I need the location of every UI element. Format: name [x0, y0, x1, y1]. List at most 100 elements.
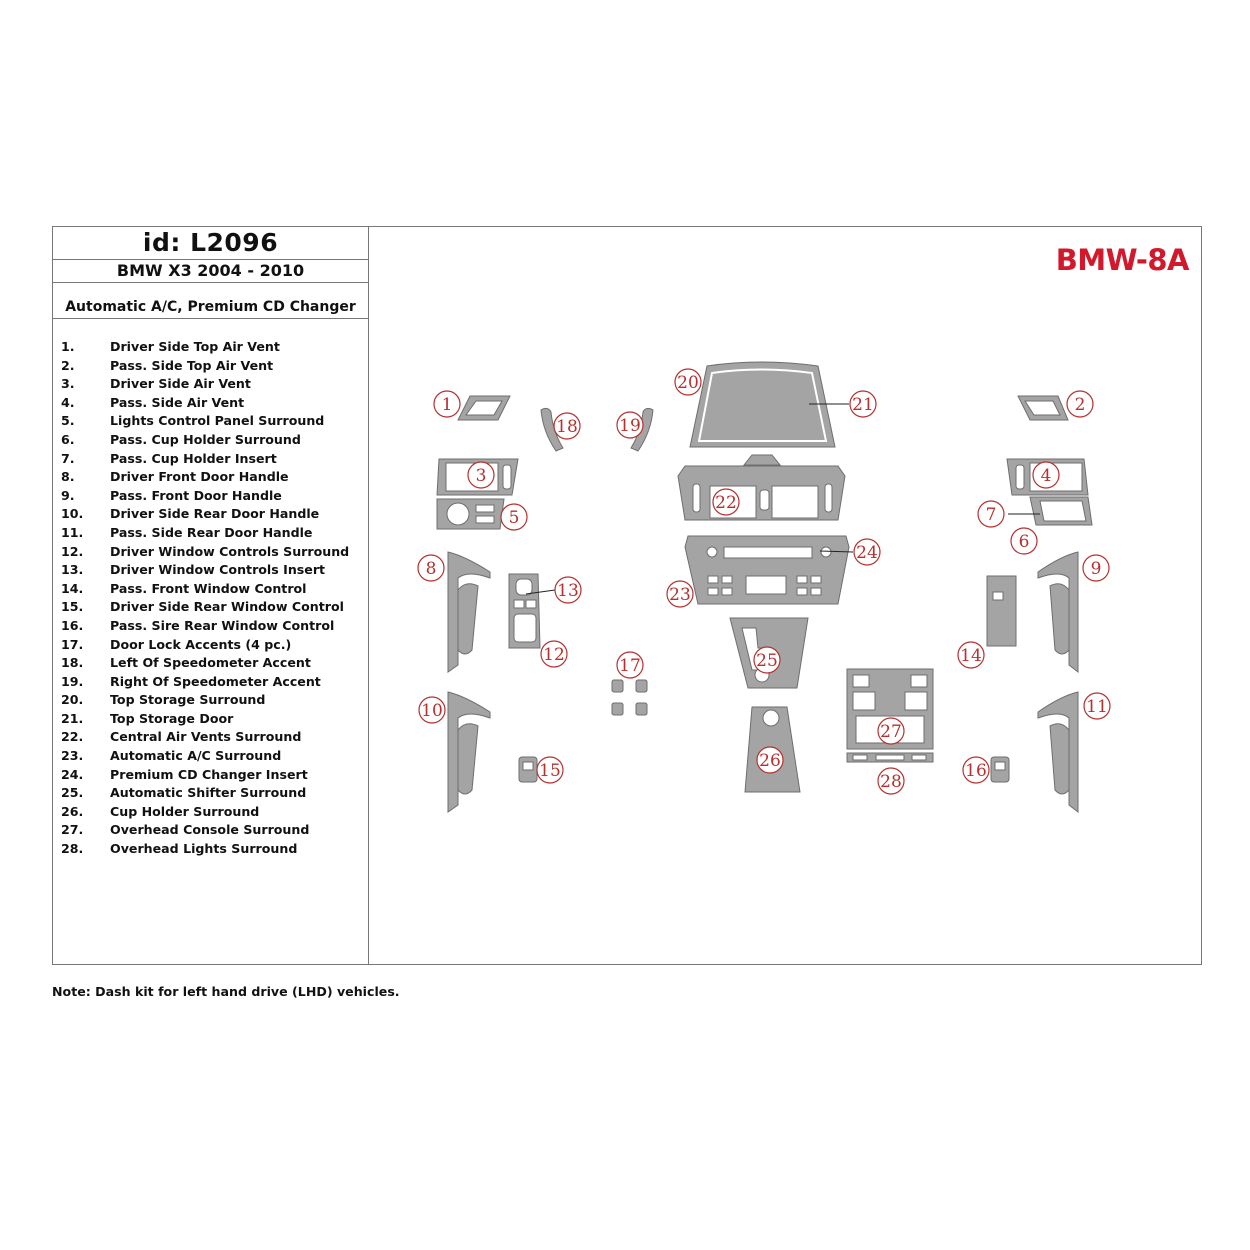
part-9-shape [1037, 551, 1079, 674]
part-4-slot [1015, 464, 1025, 490]
part-number: 18. [61, 655, 84, 671]
callout-circle [877, 717, 905, 745]
part-name: Right Of Speedometer Accent [110, 673, 321, 689]
callout-number: 24 [856, 543, 878, 563]
part-27-lamp-b [910, 674, 928, 688]
part-number: 13. [61, 562, 84, 578]
callout-15: 15 [536, 756, 564, 784]
part-15-hole [522, 761, 534, 771]
part-name: Driver Side Rear Window Control [110, 599, 344, 615]
part-list-item: 6. Pass. Cup Holder Surround [61, 431, 349, 450]
part-12-switch-b [525, 599, 537, 609]
callout-number: 19 [619, 416, 641, 436]
callout-number: 9 [1091, 559, 1102, 579]
callout-21: 21 [849, 390, 877, 418]
part-name: Central Air Vents Surround [110, 729, 302, 745]
callout-28: 28 [877, 767, 905, 795]
part-list-item: 25.Automatic Shifter Surround [61, 784, 349, 803]
part-23-knob-left [706, 546, 718, 558]
callout-circle [712, 488, 740, 516]
part-14-switch [992, 591, 1004, 601]
part-number: 11. [61, 524, 84, 540]
part-8-shape [447, 551, 491, 673]
callout-number: 1 [442, 395, 453, 415]
callout-number: 7 [986, 505, 997, 525]
callout-13: 13 [554, 576, 582, 604]
part-number: 27. [61, 822, 84, 838]
callout-number: 5 [509, 508, 520, 528]
part-28-slot-c [911, 754, 927, 761]
callout-number: 22 [715, 493, 737, 513]
kit-code-label: BMW-8A [1055, 243, 1190, 277]
part-name: Top Storage Surround [110, 692, 266, 708]
callout-number: 20 [677, 373, 699, 393]
part-23-display [745, 575, 787, 595]
callout-circle [553, 412, 581, 440]
callout-number: 25 [756, 651, 778, 671]
part-list-item: 18.Left Of Speedometer Accent [61, 654, 349, 673]
callout-circle [540, 640, 568, 668]
callout-circle [554, 576, 582, 604]
callout-19: 19 [616, 411, 644, 439]
callout-7: 7 [977, 500, 1005, 528]
part-number: 22. [61, 729, 84, 745]
callout-number: 26 [759, 751, 781, 771]
part-list-item: 1.Driver Side Top Air Vent [61, 338, 349, 357]
callout-14: 14 [957, 641, 985, 669]
callout-6: 6 [1010, 527, 1038, 555]
callout-number: 4 [1041, 466, 1052, 486]
part-name: Driver Side Rear Door Handle [110, 506, 320, 522]
callout-circle [674, 368, 702, 396]
part-28-slot-b [875, 754, 905, 761]
callout-number: 15 [539, 761, 561, 781]
callout-8: 8 [417, 554, 445, 582]
part-list-item: 15.Driver Side Rear Window Control [61, 598, 349, 617]
part-list-item: 9.Pass. Front Door Handle [61, 487, 349, 506]
callout-22: 22 [712, 488, 740, 516]
part-list-item: 4.Pass. Side Air Vent [61, 394, 349, 413]
part-list-item: 21.Top Storage Door [61, 710, 349, 729]
part-list-item: 19. Right Of Speedometer Accent [61, 673, 349, 692]
callout-number: 18 [556, 417, 578, 437]
callout-number: 8 [426, 559, 437, 579]
part-list-item: 5.Lights Control Panel Surround [61, 412, 349, 431]
part-number: 4. [61, 394, 75, 410]
part-name: Pass. Cup Holder Surround [110, 431, 301, 447]
callout-26: 26 [756, 746, 784, 774]
part-5-switch-b [475, 515, 495, 524]
callout-circle [1082, 554, 1110, 582]
part-list-item: 10. Driver Side Rear Door Handle [61, 505, 349, 524]
callout-number: 28 [880, 772, 902, 792]
callout-circle [666, 580, 694, 608]
callout-circle [962, 756, 990, 784]
callout-25: 25 [753, 646, 781, 674]
callout-circle [417, 554, 445, 582]
callout-number: 13 [557, 581, 579, 601]
part-5-knob [446, 502, 470, 526]
callout-18: 18 [553, 412, 581, 440]
callout-circle [1083, 692, 1111, 720]
part-list-item: 24.Premium CD Changer Insert [61, 766, 349, 785]
part-name: Driver Front Door Handle [110, 469, 289, 485]
callout-3: 3 [467, 461, 495, 489]
callout-11: 11 [1083, 692, 1111, 720]
part-17-accent-c [611, 702, 624, 716]
callout-circle [877, 767, 905, 795]
callout-circle [418, 696, 446, 724]
part-number: 19. [61, 673, 84, 689]
part-number: 6. [61, 431, 75, 447]
callout-23: 23 [666, 580, 694, 608]
part-number: 10. [61, 506, 84, 522]
part-name: Pass. Side Rear Door Handle [110, 524, 313, 540]
callout-number: 17 [619, 656, 641, 676]
part-3-slot [502, 464, 512, 490]
callout-circle [536, 756, 564, 784]
part-5-switch-a [475, 504, 495, 513]
part-23-btn-h [810, 587, 822, 596]
part-number: 9. [61, 487, 75, 503]
callout-number: 21 [852, 395, 874, 415]
part-list-item: 14.Pass. Front Window Control [61, 580, 349, 599]
callout-circle [1032, 461, 1060, 489]
